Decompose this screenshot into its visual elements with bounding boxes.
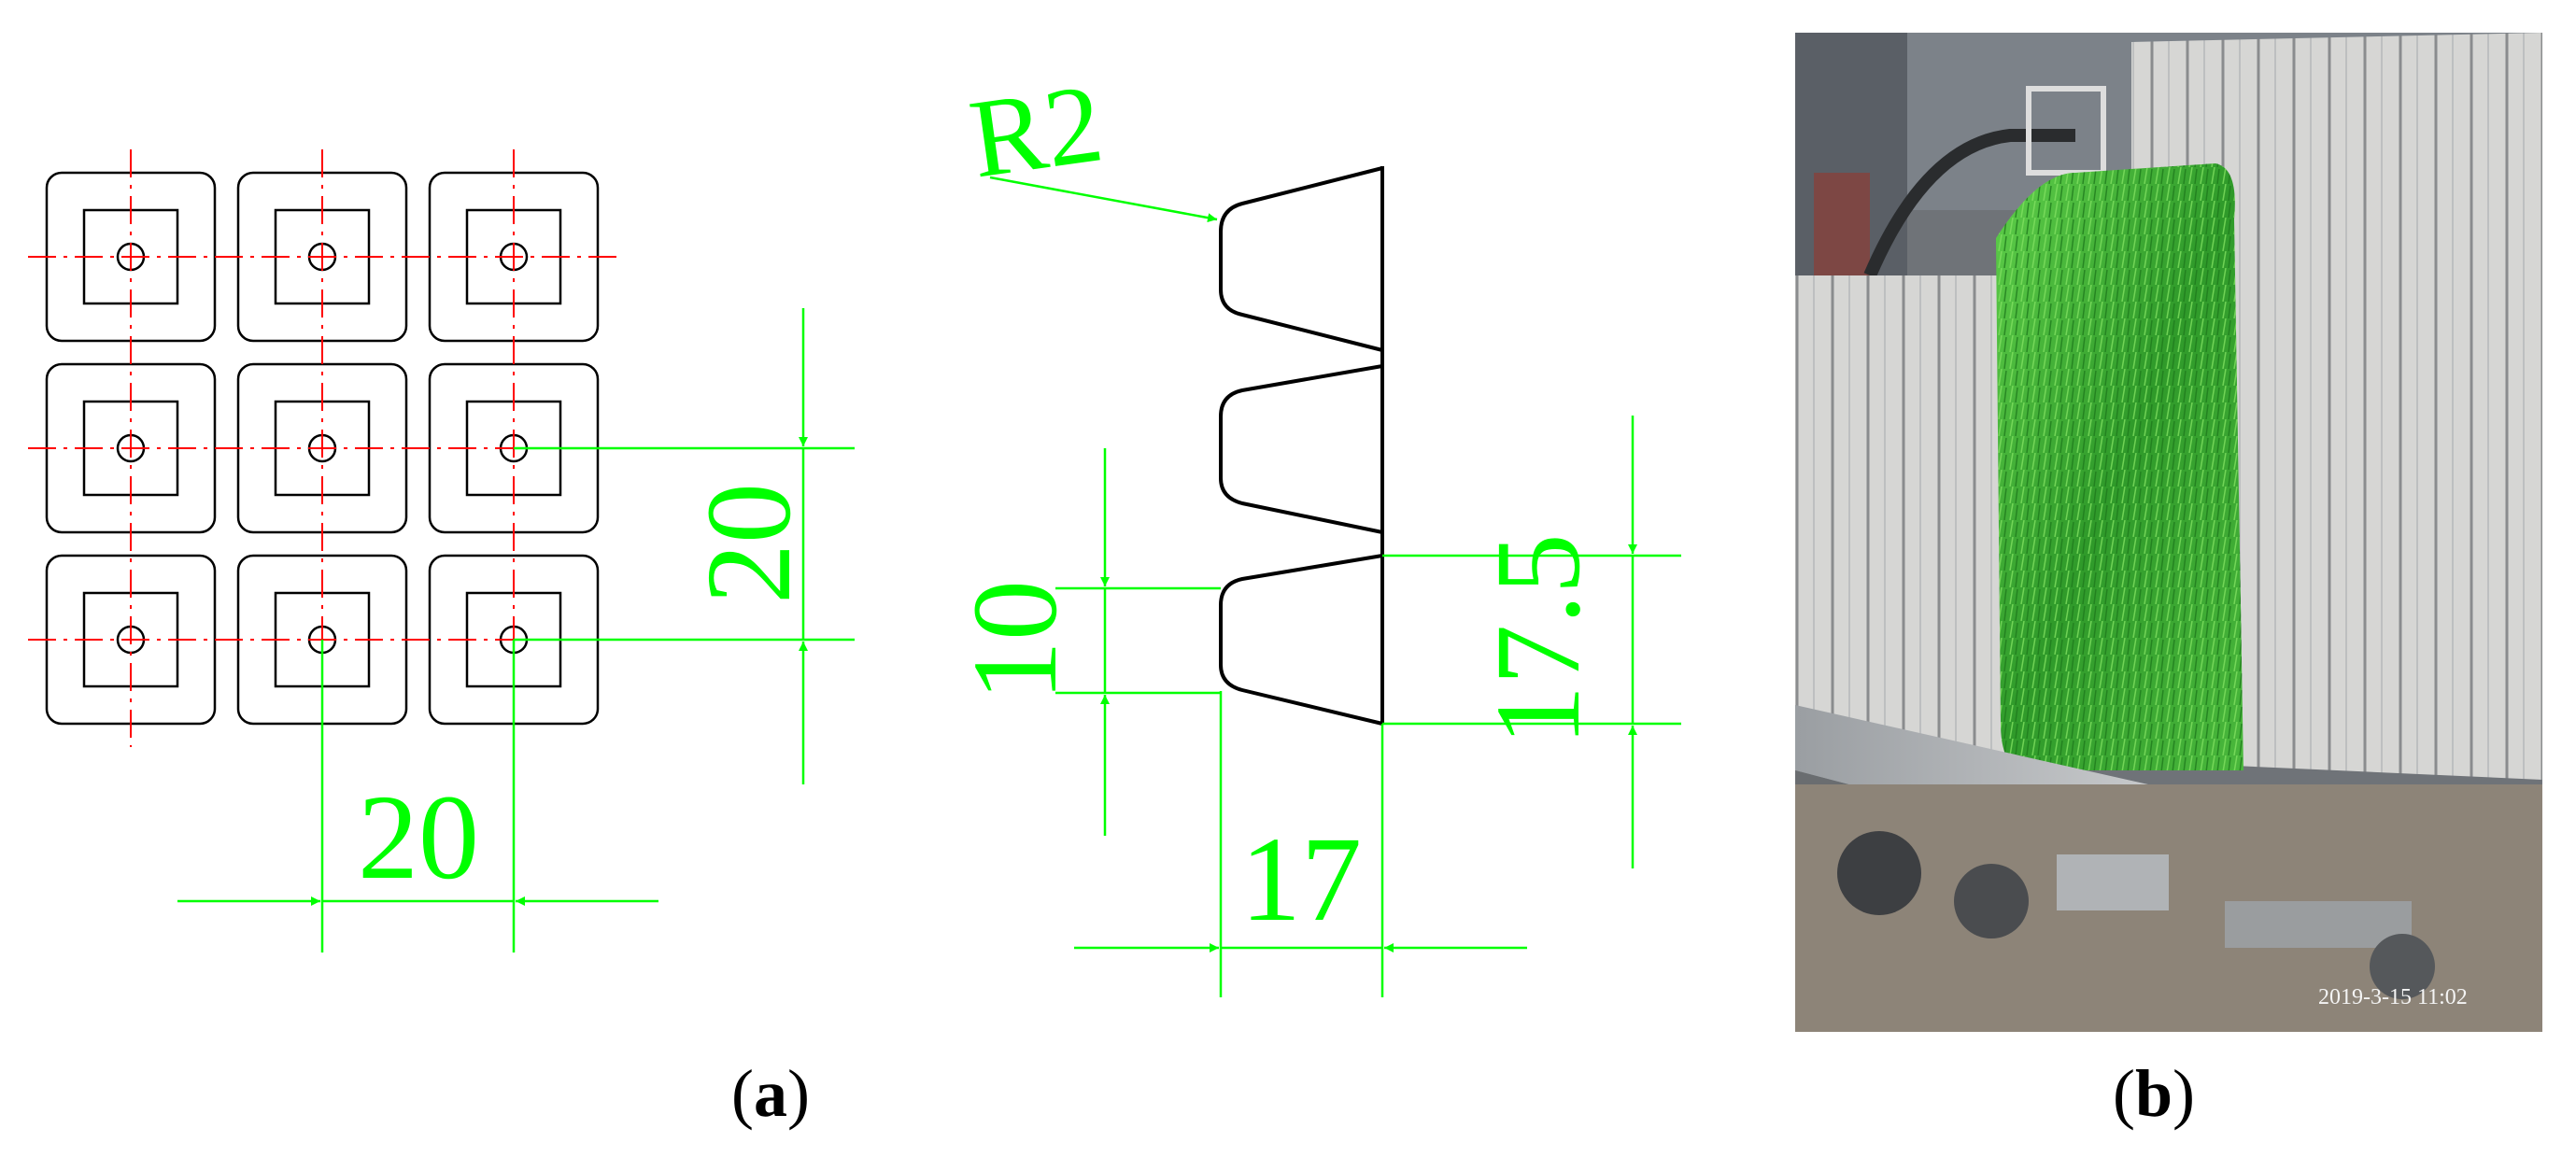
grid-dimensions xyxy=(177,308,855,952)
profile-dimensions xyxy=(989,176,1681,997)
grid-spacing-x-label: 20 xyxy=(358,770,479,905)
radius-label: R2 xyxy=(963,60,1110,201)
pitch-label: 17.5 xyxy=(1471,533,1606,746)
grid-spacing-y-label: 20 xyxy=(682,483,816,604)
top-width-label: 17 xyxy=(1240,812,1362,947)
caption-a: (a) xyxy=(731,1056,810,1131)
cell-depth-label: 10 xyxy=(948,580,1083,701)
caption-b: (b) xyxy=(2113,1056,2196,1131)
seedling-tray-photo: 2019-3-15 11:02 xyxy=(1795,33,2542,1032)
photo-timestamp: 2019-3-15 11:02 xyxy=(2318,985,2468,1009)
cell-profile xyxy=(1219,166,1384,726)
photo-illustration: 2019-3-15 11:02 xyxy=(1795,33,2542,1032)
